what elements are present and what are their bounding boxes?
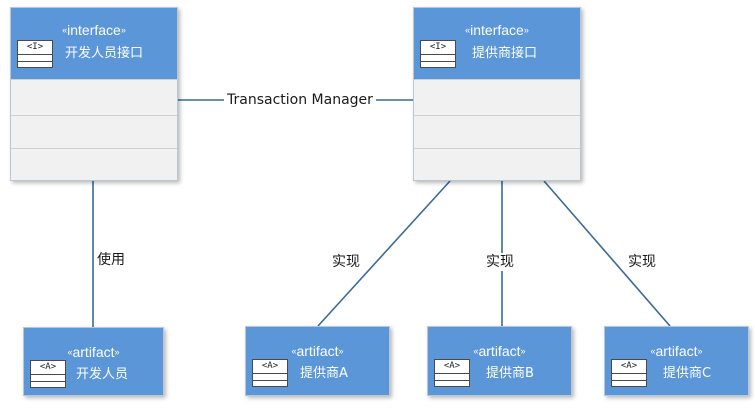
realizes-a-connector [317,180,451,327]
provider-b-artifact-box[interactable]: «artifact» <A> 提供商B [427,326,572,396]
provider-b-artifact-header: «artifact» <A> 提供商B [428,327,571,395]
provider-a-artifact-name: 提供商A [300,366,348,381]
realizes-b-label: 实现 [486,253,514,271]
provider-interface-name: 提供商接口 [472,46,538,61]
uses-label: 使用 [97,251,125,269]
developer-interface-stereotype: «interface» [62,22,126,38]
compartment-row [414,115,580,148]
developer-interface-name: 开发人员接口 [65,46,144,61]
compartment-row [11,115,177,148]
artifact-symbol-icon: <A> [252,359,288,387]
provider-interface-stereotype: «interface» [465,22,529,38]
provider-c-artifact-header: «artifact» <A> 提供商C [605,327,748,395]
provider-c-artifact-box[interactable]: «artifact» <A> 提供商C [604,326,749,396]
realizes-c-label: 实现 [628,253,656,271]
developer-interface-box[interactable]: «interface» <I> 开发人员接口 [10,7,178,181]
compartment-row [11,148,177,180]
provider-interface-box[interactable]: «interface» <I> 提供商接口 [413,7,581,181]
artifact-symbol-icon: <A> [30,360,66,388]
provider-interface-header: «interface» <I> 提供商接口 [414,8,580,79]
interface-symbol-icon: <I> [17,40,53,68]
provider-a-artifact-box[interactable]: «artifact» <A> 提供商A [245,326,390,396]
developer-artifact-stereotype: «artifact» [67,344,120,360]
compartment-row [11,79,177,115]
transaction-manager-label: Transaction Manager [224,91,376,109]
provider-c-artifact-stereotype: «artifact» [650,343,703,359]
developer-interface-compartments [11,79,177,180]
compartment-row [414,79,580,115]
compartment-row [414,148,580,180]
interface-symbol-icon: <I> [420,40,456,68]
provider-b-artifact-stereotype: «artifact» [473,343,526,359]
developer-artifact-name: 开发人员 [76,367,129,382]
developer-artifact-header: «artifact» <A> 开发人员 [24,328,163,395]
developer-artifact-box[interactable]: «artifact» <A> 开发人员 [23,327,164,396]
provider-a-artifact-stereotype: «artifact» [291,343,344,359]
provider-a-artifact-header: «artifact» <A> 提供商A [246,327,389,395]
provider-b-artifact-name: 提供商B [486,366,534,381]
developer-interface-header: «interface» <I> 开发人员接口 [11,8,177,79]
realizes-c-connector [543,180,671,327]
provider-interface-compartments [414,79,580,180]
provider-c-artifact-name: 提供商C [663,366,712,381]
realizes-a-label: 实现 [332,253,360,271]
artifact-symbol-icon: <A> [434,359,470,387]
artifact-symbol-icon: <A> [611,359,647,387]
